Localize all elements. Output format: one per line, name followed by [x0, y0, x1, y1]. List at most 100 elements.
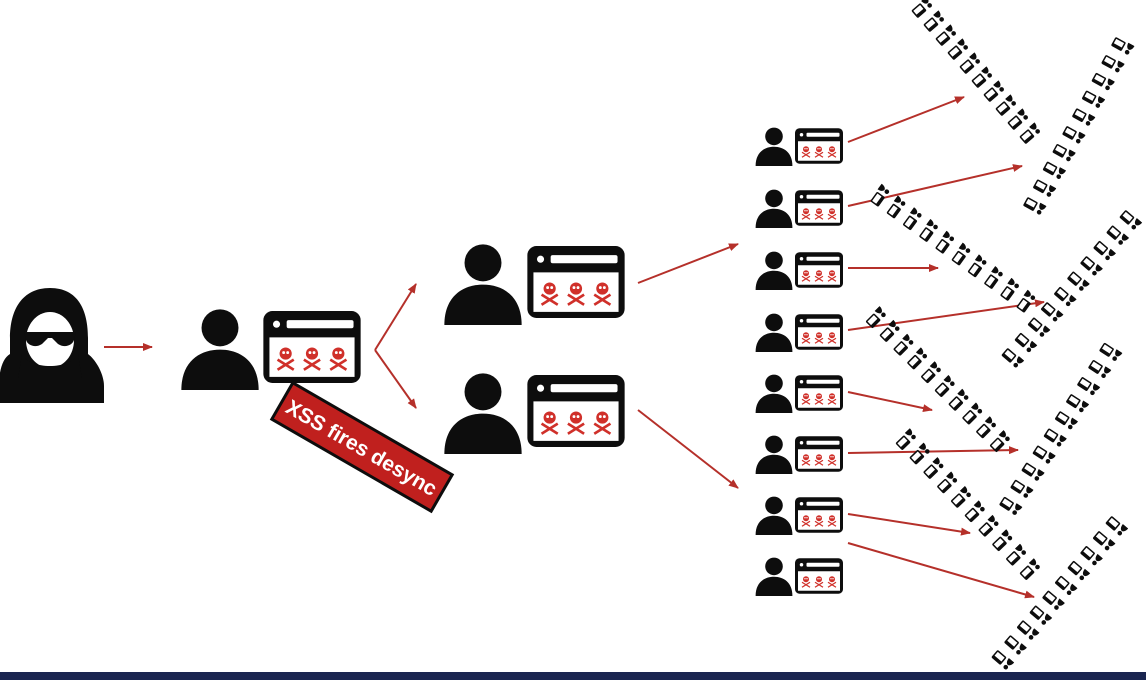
victims-gen4-streams — [864, 0, 1143, 672]
tiny-victim-icon — [908, 442, 932, 466]
tiny-victim-icon — [1079, 544, 1103, 567]
tiny-victim-icon — [1061, 124, 1086, 145]
person-icon — [755, 251, 793, 290]
person-icon — [755, 374, 793, 413]
tiny-victim-icon — [1043, 427, 1067, 449]
tiny-victim-icon — [999, 277, 1021, 302]
tiny-victim-icon — [934, 24, 958, 47]
person-icon — [755, 435, 793, 474]
victim-gen3-1 — [755, 127, 844, 166]
tiny-victim-icon — [963, 500, 987, 523]
tiny-victim-icon — [1016, 619, 1040, 642]
tiny-victim-icon — [998, 495, 1023, 517]
tiny-victim-icon — [1098, 341, 1123, 363]
browser-window-icon — [794, 127, 844, 165]
tiny-victim-icon — [1020, 461, 1045, 483]
tiny-victim-icon — [1018, 558, 1042, 581]
xss-banner: XSS fires desync — [269, 380, 455, 514]
tiny-victim-icon — [1040, 300, 1064, 324]
person-icon — [181, 309, 259, 390]
hooded-hacker-icon — [0, 288, 104, 403]
person-icon — [755, 557, 793, 596]
tiny-victim-icon — [1081, 89, 1106, 110]
tiny-victim-icon — [1032, 178, 1057, 199]
tiny-victim-icon — [933, 374, 957, 398]
arrows-gen2 — [374, 283, 417, 409]
tiny-victim-icon — [892, 333, 916, 357]
victim-gen3-7 — [755, 496, 844, 535]
tiny-victim-icon — [1066, 559, 1091, 582]
tiny-victim-icon — [922, 456, 946, 480]
tiny-victim-icon — [922, 10, 946, 33]
tiny-victim-icon — [1104, 514, 1129, 538]
tiny-victim-icon — [1004, 543, 1028, 567]
tiny-victim-icon — [1028, 604, 1053, 627]
tiny-victim-icon — [1006, 108, 1030, 131]
victim-stream-5 — [864, 305, 1012, 453]
tiny-victim-icon — [1110, 35, 1135, 56]
browser-window-icon — [794, 435, 844, 473]
tiny-victim-icon — [970, 66, 994, 89]
victim-1 — [181, 309, 362, 390]
tiny-victim-icon — [1022, 195, 1047, 216]
person-icon — [755, 189, 793, 228]
tiny-victim-icon — [991, 529, 1015, 552]
tiny-victim-icon — [1003, 634, 1027, 657]
victim-gen3-5 — [755, 374, 844, 413]
tiny-victim-icon — [1065, 392, 1090, 414]
tiny-victim-icon — [950, 242, 972, 267]
arrows-gen4 — [847, 96, 1045, 599]
tiny-victim-icon — [1092, 239, 1117, 262]
tiny-victim-icon — [949, 485, 973, 509]
victim-gen3-3 — [755, 251, 844, 290]
victim-gen3-2 — [755, 189, 844, 228]
victim-gen3-4 — [755, 313, 844, 352]
tiny-victim-icon — [1079, 254, 1103, 278]
tiny-victim-icon — [961, 402, 984, 426]
tiny-victim-icon — [1105, 224, 1130, 247]
tiny-victim-icon — [905, 347, 929, 371]
banner-text: XSS fires desync — [282, 396, 441, 501]
tiny-victim-icon — [994, 94, 1018, 117]
tiny-victim-icon — [1032, 444, 1056, 466]
tiny-victim-icon — [869, 183, 891, 208]
browser-window-icon — [794, 496, 844, 534]
tiny-victim-icon — [974, 416, 998, 440]
tiny-victim-icon — [885, 195, 907, 220]
tiny-victim-icon — [982, 80, 1006, 103]
person-icon — [444, 373, 522, 454]
tiny-victim-icon — [1014, 331, 1038, 354]
tiny-victim-icon — [966, 254, 989, 278]
victim-stream-3 — [869, 183, 1037, 314]
victim-2b — [444, 373, 626, 454]
tiny-victim-icon — [1000, 346, 1025, 370]
arrows-gen3 — [637, 243, 739, 489]
browser-window-icon — [794, 374, 844, 412]
person-icon — [755, 127, 793, 166]
tiny-victim-icon — [1118, 208, 1143, 232]
tiny-victim-icon — [946, 38, 970, 61]
tiny-victim-icon — [901, 207, 924, 231]
browser-window-icon — [526, 244, 626, 320]
victim-stream-2 — [1022, 35, 1135, 216]
tiny-victim-icon — [1015, 289, 1037, 314]
tiny-victim-icon — [1076, 375, 1101, 397]
tiny-victim-icon — [910, 0, 934, 19]
tiny-victim-icon — [947, 388, 971, 412]
tiny-victim-icon — [1054, 409, 1079, 431]
victim-gen3-8 — [755, 557, 844, 596]
tiny-victim-icon — [1041, 589, 1065, 612]
tiny-victim-icon — [1087, 358, 1112, 380]
tiny-victim-icon — [1091, 71, 1115, 92]
tiny-victim-icon — [1042, 160, 1067, 181]
footer-bar — [0, 672, 1146, 680]
victim-stream-1 — [910, 0, 1042, 145]
browser-window-icon — [526, 373, 626, 449]
person-icon — [755, 496, 793, 535]
tiny-victim-icon — [1051, 142, 1076, 163]
tiny-victim-icon — [977, 514, 1001, 538]
browser-window-icon — [794, 189, 844, 227]
tiny-victim-icon — [982, 265, 1005, 290]
tiny-victim-icon — [934, 230, 956, 255]
